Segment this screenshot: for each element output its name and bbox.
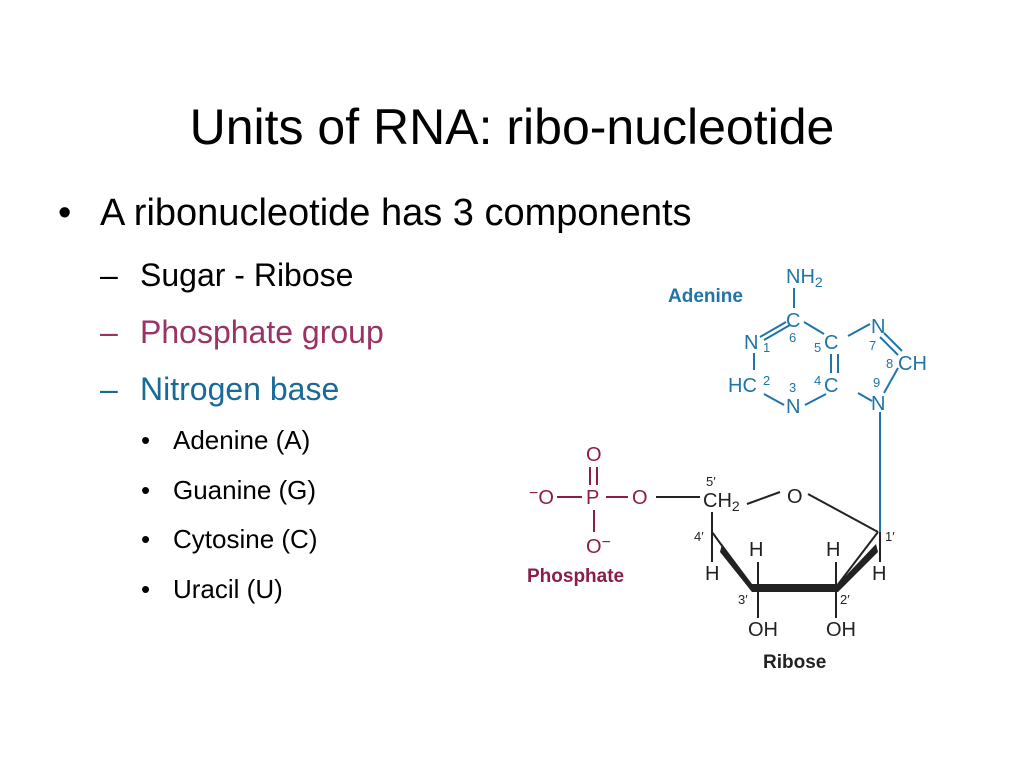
atom-n9: N bbox=[871, 393, 885, 415]
atom-oh-right: OH bbox=[826, 619, 856, 641]
slide-title: Units of RNA: ribo-nucleotide bbox=[189, 99, 835, 155]
ring-number: 2 bbox=[763, 373, 770, 388]
atom-c8: CH bbox=[898, 353, 927, 375]
atom-h-left: H bbox=[705, 563, 719, 585]
atom-c5: C bbox=[824, 332, 838, 354]
atom-o-top: O bbox=[586, 444, 602, 466]
atom-c6: C bbox=[786, 310, 800, 332]
ring-number: 3 bbox=[789, 380, 796, 395]
phosphate-label: Phosphate bbox=[527, 566, 624, 587]
ring-number: 8 bbox=[886, 356, 893, 371]
main-bullet-text: A ribonucleotide has 3 components bbox=[100, 192, 692, 234]
ring-number: 6 bbox=[789, 330, 796, 345]
atom-c4: C bbox=[824, 375, 838, 397]
atom-h-right: H bbox=[872, 563, 886, 585]
atom-n7: N bbox=[871, 316, 885, 338]
sub-bullet-mark: • bbox=[141, 524, 151, 554]
atom-h-mid-left: H bbox=[749, 539, 763, 561]
adenine-structure: Adenine NH2 C N C N CH HC C N N 1 6 5 7 … bbox=[668, 266, 927, 532]
base-item-text: Uracil (U) bbox=[173, 574, 283, 604]
ribose-ring-front bbox=[720, 544, 878, 592]
prime-3: 3′ bbox=[738, 592, 748, 607]
sub-bullet-mark: • bbox=[141, 574, 151, 604]
base-item-text: Guanine (G) bbox=[173, 475, 317, 505]
atom-p: P bbox=[586, 487, 599, 509]
atom-nh2: NH2 bbox=[786, 266, 823, 290]
adenine-bonds bbox=[753, 288, 903, 532]
component-text: Nitrogen base bbox=[140, 371, 340, 407]
ribose-label: Ribose bbox=[763, 652, 826, 673]
atom-oh-left: OH bbox=[748, 619, 778, 641]
atom-ch2: CH2 bbox=[703, 490, 740, 514]
base-item-text: Adenine (A) bbox=[173, 425, 311, 455]
ring-number: 9 bbox=[873, 375, 880, 390]
sub-bullet-mark: • bbox=[141, 475, 151, 505]
component-text: Sugar - Ribose bbox=[140, 257, 354, 293]
atom-n1: N bbox=[744, 332, 758, 354]
ring-number: 1 bbox=[763, 340, 770, 355]
ring-number: 4 bbox=[814, 373, 821, 388]
phosphate-bonds bbox=[557, 467, 628, 532]
adenine-label: Adenine bbox=[668, 286, 743, 307]
ring-number: 7 bbox=[869, 338, 876, 353]
atom-o-bottom: O− bbox=[586, 534, 611, 558]
atom-o-left: −O bbox=[529, 485, 554, 509]
phosphate-structure: Phosphate O −O P O O− bbox=[527, 444, 648, 587]
component-text: Phosphate group bbox=[140, 314, 384, 350]
dash-mark: – bbox=[100, 257, 118, 293]
prime-4: 4′ bbox=[694, 529, 704, 544]
dash-mark: – bbox=[100, 371, 118, 407]
dash-mark: – bbox=[100, 314, 118, 350]
base-item-text: Cytosine (C) bbox=[173, 524, 318, 554]
sub-bullet-mark: • bbox=[141, 425, 151, 455]
bullet-mark: • bbox=[58, 192, 72, 234]
atom-ring-o: O bbox=[787, 486, 803, 508]
atom-hc2: HC bbox=[728, 375, 757, 397]
ring-number: 5 bbox=[814, 340, 821, 355]
atom-h-mid-right: H bbox=[826, 539, 840, 561]
prime-5: 5′ bbox=[706, 474, 716, 489]
atom-n3: N bbox=[786, 396, 800, 418]
atom-o-right: O bbox=[632, 487, 648, 509]
ribose-structure: Ribose CH2 5′ O 4′ 1′ H H H H 3′ 2′ OH O… bbox=[656, 474, 895, 673]
prime-1: 1′ bbox=[885, 529, 895, 544]
prime-2: 2′ bbox=[840, 592, 850, 607]
